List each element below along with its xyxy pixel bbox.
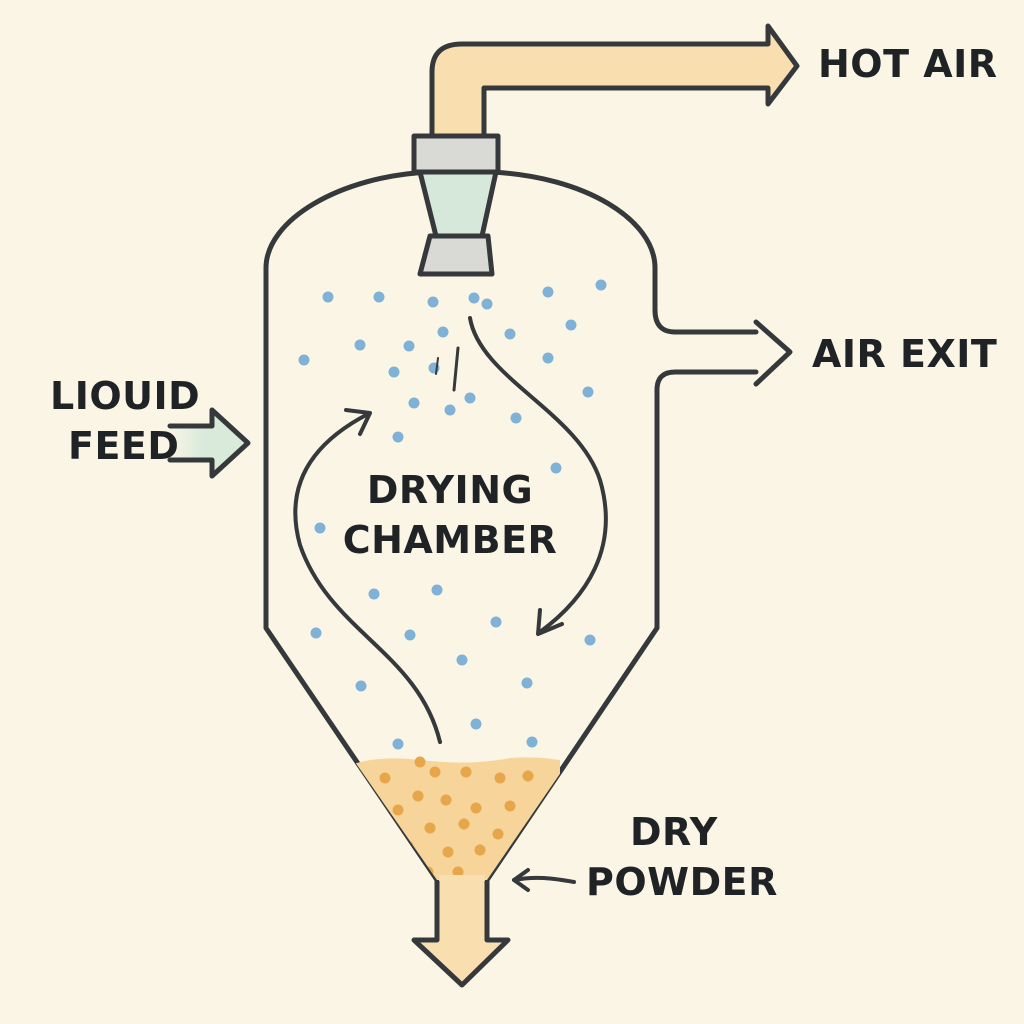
powder-particle bbox=[440, 794, 452, 806]
droplet bbox=[444, 404, 456, 416]
droplet bbox=[595, 279, 607, 291]
droplet bbox=[373, 291, 385, 303]
powder-particle bbox=[474, 844, 486, 856]
air-exit-label: AIR EXIT bbox=[812, 332, 998, 376]
powder-particle bbox=[424, 822, 436, 834]
droplet bbox=[427, 296, 439, 308]
liquid-feed-label-line1: LIOUID bbox=[50, 374, 201, 418]
powder-particle bbox=[392, 804, 404, 816]
droplet bbox=[354, 339, 366, 351]
droplet bbox=[521, 677, 533, 689]
droplet bbox=[322, 291, 334, 303]
airflow-circulation-arrows bbox=[293, 316, 608, 744]
droplet bbox=[510, 412, 522, 424]
droplet bbox=[584, 634, 596, 646]
powder-particle bbox=[460, 766, 472, 778]
droplet bbox=[542, 352, 554, 364]
droplet bbox=[310, 627, 322, 639]
droplet-field bbox=[298, 279, 607, 750]
droplet bbox=[431, 584, 443, 596]
droplet bbox=[542, 286, 554, 298]
droplet bbox=[526, 736, 538, 748]
dry-powder-label-line1: DRY bbox=[630, 810, 718, 854]
powder-particle bbox=[504, 800, 516, 812]
powder-particle bbox=[414, 756, 426, 768]
powder-particle bbox=[412, 790, 424, 802]
powder-particle bbox=[458, 818, 470, 830]
powder-particle bbox=[470, 802, 482, 814]
droplet bbox=[456, 654, 468, 666]
droplet bbox=[550, 462, 562, 474]
powder-particle bbox=[522, 770, 534, 782]
drying-chamber-label-line1: DRYING bbox=[366, 468, 534, 512]
powder-particle bbox=[452, 866, 464, 878]
droplet bbox=[437, 326, 449, 338]
droplet bbox=[368, 588, 380, 600]
liquid-feed-label-line2: FEED bbox=[68, 424, 180, 468]
powder-particle bbox=[379, 772, 391, 784]
droplet bbox=[355, 680, 367, 692]
droplet bbox=[490, 616, 502, 628]
atomizer-nozzle bbox=[411, 133, 501, 277]
droplet bbox=[470, 718, 482, 730]
droplet bbox=[408, 397, 420, 409]
powder-particle bbox=[494, 772, 506, 784]
hot-air-pipe bbox=[429, 23, 800, 143]
hot-air-label: HOT AIR bbox=[818, 42, 998, 86]
powder-outlet-arrow bbox=[411, 880, 511, 988]
dry-powder-label-line2: POWDER bbox=[586, 860, 778, 904]
droplet bbox=[392, 738, 404, 750]
powder-particle bbox=[429, 766, 441, 778]
powder-particle bbox=[442, 846, 454, 858]
drying-chamber-label-line2: CHAMBER bbox=[342, 518, 558, 562]
droplet bbox=[314, 522, 326, 534]
droplet bbox=[565, 319, 577, 331]
droplet bbox=[403, 340, 415, 352]
droplet bbox=[298, 354, 310, 366]
droplet bbox=[582, 386, 594, 398]
powder-particle bbox=[492, 828, 504, 840]
drying-chamber-vessel bbox=[263, 169, 759, 883]
droplet bbox=[392, 431, 404, 443]
air-exit-arrow bbox=[753, 319, 793, 387]
droplet bbox=[388, 366, 400, 378]
droplet bbox=[464, 392, 476, 404]
droplet bbox=[468, 292, 480, 304]
droplet bbox=[504, 328, 516, 340]
droplet bbox=[481, 298, 493, 310]
droplet bbox=[404, 629, 416, 641]
dry-powder-pointer-arrow bbox=[512, 868, 576, 892]
